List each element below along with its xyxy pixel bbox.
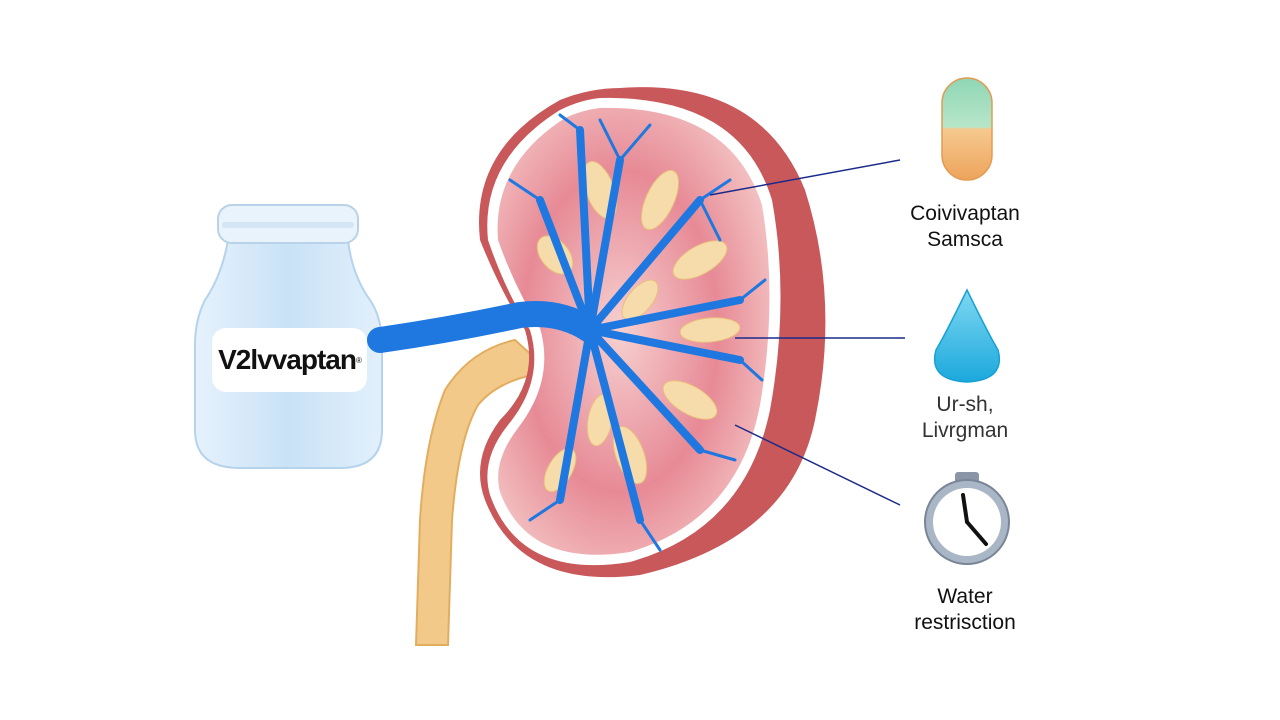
jar-label: V2lvvaptan®: [212, 328, 367, 392]
jar-label-mark: ®: [355, 355, 362, 365]
callout-label-capsule: Coivivaptan Samsca: [875, 201, 1055, 253]
callout-line1: Water: [937, 585, 993, 608]
ureter: [414, 338, 553, 646]
callout-line2: Samsca: [927, 228, 1003, 251]
callout-line2: Livrgman: [921, 419, 1009, 442]
callout-line2: restrisction: [914, 611, 1016, 634]
callout-line1: Ur-sh,: [936, 393, 994, 416]
stopwatch-icon: [924, 472, 1010, 565]
callout-label-stopwatch: Water restrisction: [875, 584, 1055, 636]
jar-label-text: V2lvvaptan: [218, 344, 357, 375]
callout-label-drop: Ur-sh, Livrgman: [875, 392, 1055, 444]
callout-line1: Coivivaptan: [910, 202, 1020, 225]
kidney: [367, 87, 826, 578]
water-drop-icon: [933, 288, 1001, 383]
leader-lines: [709, 159, 905, 506]
capsule-icon: [941, 77, 993, 181]
